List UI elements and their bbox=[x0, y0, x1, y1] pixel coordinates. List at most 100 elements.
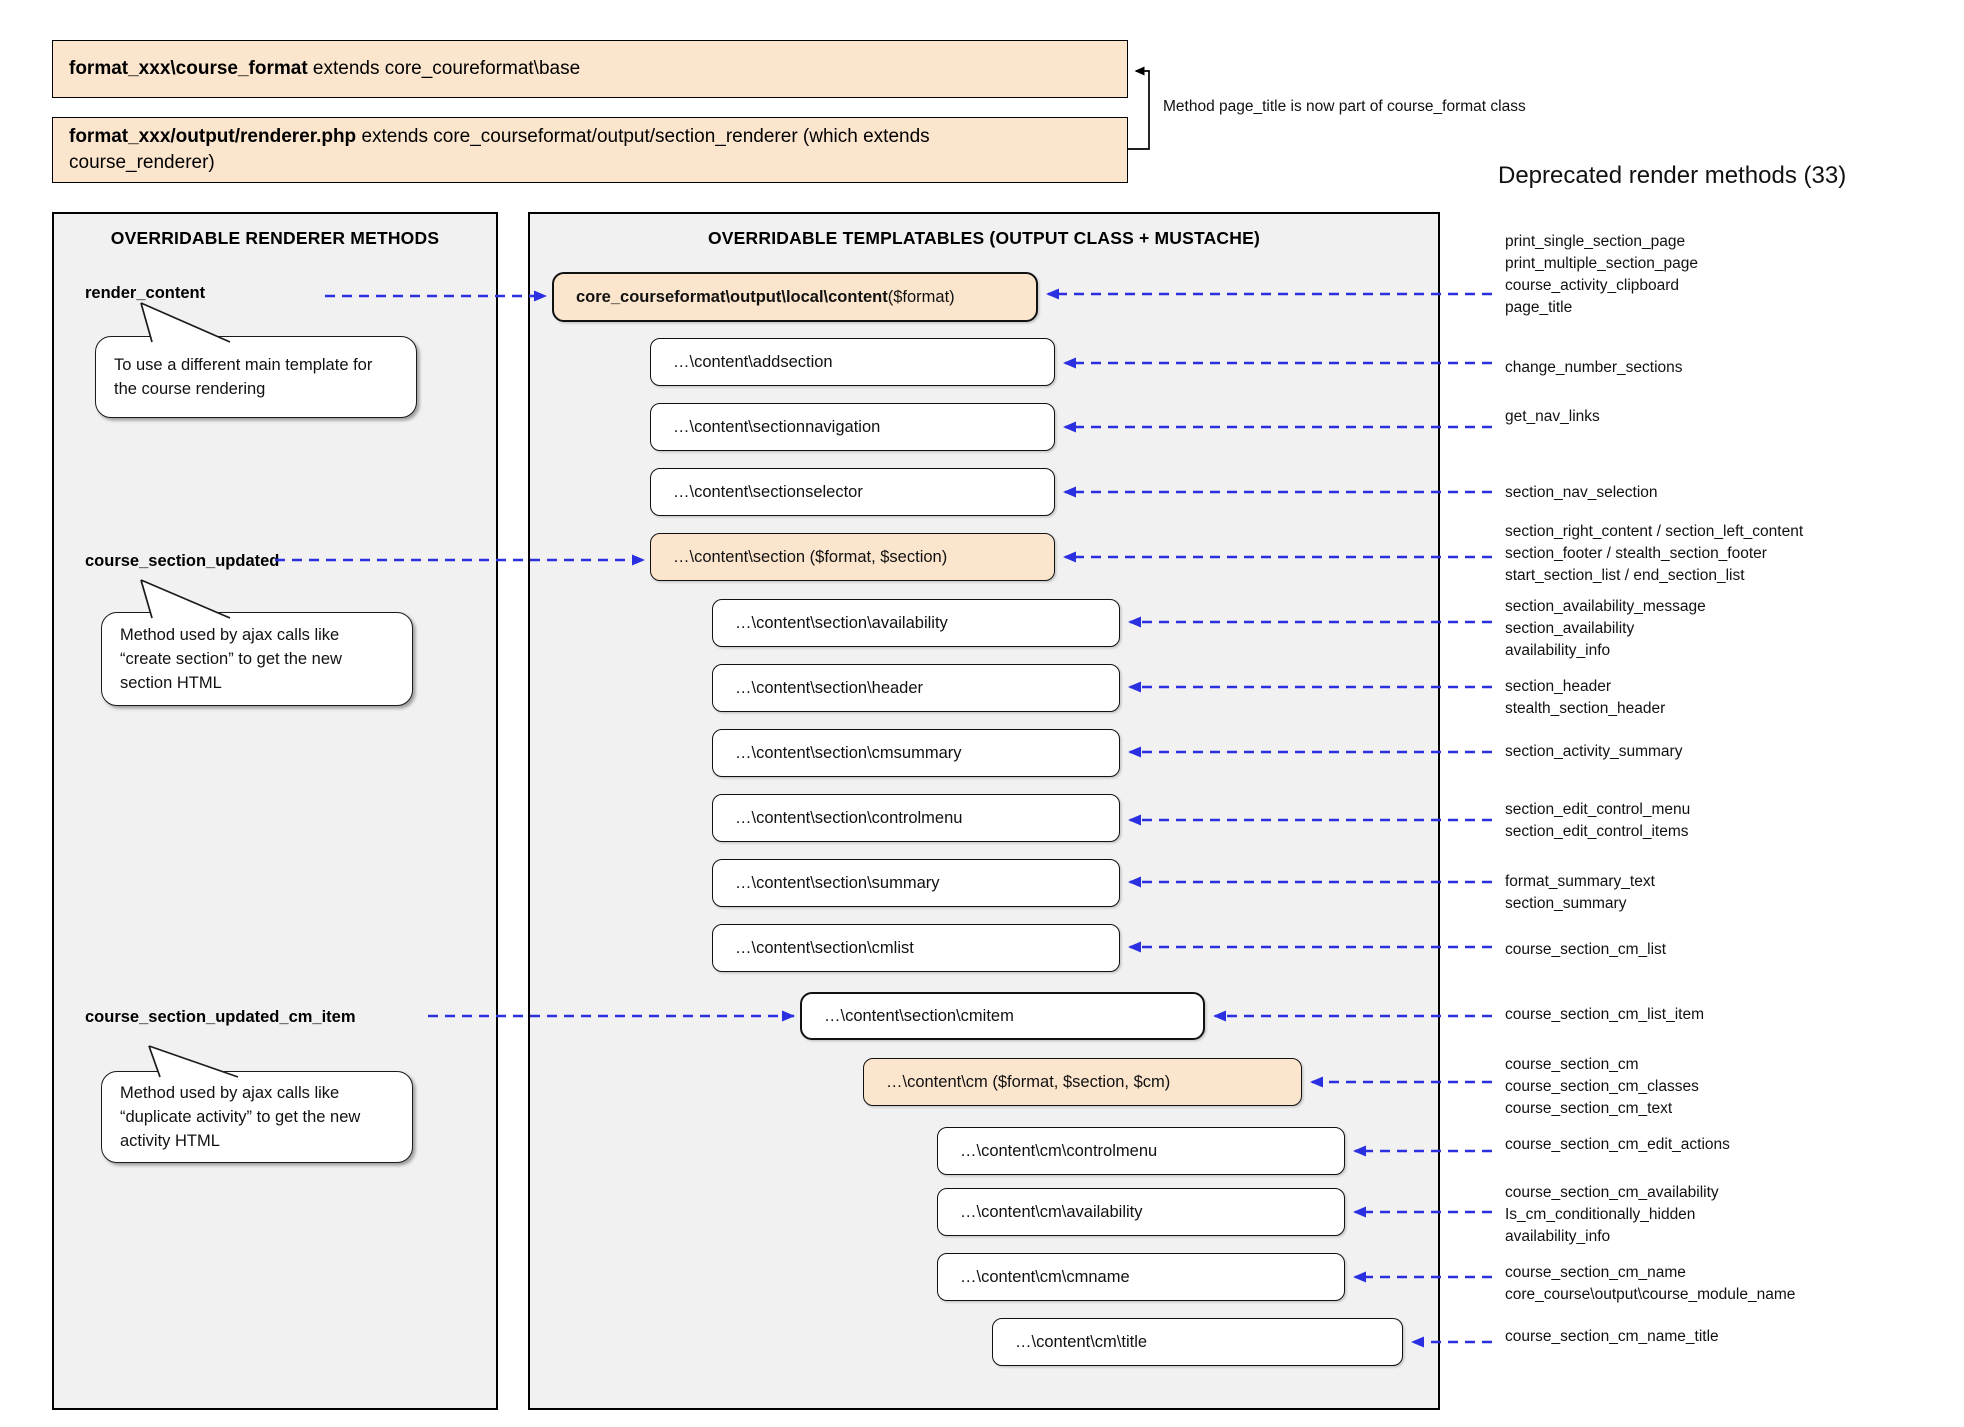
method-note-bubble: To use a different main template for the… bbox=[95, 336, 417, 418]
deprecated-method-group: section_nav_selection bbox=[1505, 482, 1658, 504]
deprecated-method-name: course_section_cm_classes bbox=[1505, 1078, 1699, 1095]
templatable-box-section-controlmenu: …\content\section\controlmenu bbox=[712, 794, 1120, 842]
templatable-box-label: …\content\sectionselector bbox=[673, 482, 863, 501]
deprecated-method-name: get_nav_links bbox=[1505, 408, 1600, 425]
templatable-box-section-availability: …\content\section\availability bbox=[712, 599, 1120, 647]
deprecated-method-name: section_right_content / section_left_con… bbox=[1505, 523, 1804, 540]
renderer-method-course_section_updated: course_section_updated bbox=[85, 552, 280, 570]
templatable-box-label: …\content\section\cmitem bbox=[824, 1006, 1014, 1025]
deprecated-method-name: course_section_cm_edit_actions bbox=[1505, 1136, 1730, 1153]
templatable-box-addsection: …\content\addsection bbox=[650, 338, 1055, 386]
templatable-box-section-cmitem: …\content\section\cmitem bbox=[800, 992, 1205, 1040]
course-format-class-extends: extends core_coureformat\base bbox=[307, 58, 581, 79]
templatable-box-args: ($format) bbox=[887, 287, 955, 306]
templatable-box-cm: …\content\cm ($format, $section, $cm) bbox=[863, 1058, 1302, 1106]
deprecated-method-name: course_section_cm_list bbox=[1505, 941, 1667, 958]
deprecated-method-name: course_section_cm_name bbox=[1505, 1264, 1686, 1281]
deprecated-method-name: section_footer / stealth_section_footer bbox=[1505, 545, 1767, 562]
deprecated-method-name: section_availability bbox=[1505, 620, 1635, 637]
deprecated-method-name: print_single_section_page bbox=[1505, 233, 1686, 250]
course-format-class-text: format_xxx\course_format extends core_co… bbox=[53, 52, 596, 86]
templatable-box-label: …\content\cm\title bbox=[1015, 1332, 1148, 1351]
templatable-box-sectionselector: …\content\sectionselector bbox=[650, 468, 1055, 516]
deprecated-method-group: section_right_content / section_left_con… bbox=[1505, 521, 1803, 587]
renderer-file-extends: extends core_courseformat/output/section… bbox=[69, 126, 930, 173]
deprecated-method-group: section_activity_summary bbox=[1505, 741, 1682, 763]
templatables-panel-title: OVERRIDABLE TEMPLATABLES (OUTPUT CLASS +… bbox=[707, 228, 1260, 248]
templatable-box-content: core_courseformat\output\local\content (… bbox=[552, 272, 1038, 322]
templatable-box-section-summary: …\content\section\summary bbox=[712, 859, 1120, 907]
templatable-box-label: …\content\cm\controlmenu bbox=[960, 1141, 1158, 1160]
deprecated-method-name: section_header bbox=[1505, 678, 1611, 695]
deprecated-method-name: course_section_cm_name_title bbox=[1505, 1328, 1719, 1345]
deprecated-method-name: section_activity_summary bbox=[1505, 743, 1683, 760]
deprecated-method-name: page_title bbox=[1505, 299, 1573, 316]
templatable-box-section: …\content\section ($format, $section) bbox=[650, 533, 1055, 581]
templatable-box-label: …\content\sectionnavigation bbox=[673, 417, 881, 436]
templatable-box-label: …\content\section ($format, $section) bbox=[673, 547, 948, 566]
deprecated-method-group: course_section_cm_list_item bbox=[1505, 1004, 1704, 1026]
renderer-panel-title: OVERRIDABLE RENDERER METHODS bbox=[110, 228, 440, 248]
templatable-box-label: …\content\section\header bbox=[735, 678, 924, 697]
templatable-box-label: …\content\cm\cmname bbox=[960, 1267, 1130, 1286]
deprecated-method-name: course_section_cm_text bbox=[1505, 1100, 1673, 1117]
method-note-text: To use a different main template for the… bbox=[114, 356, 373, 398]
deprecated-method-group: course_section_cm_edit_actions bbox=[1505, 1134, 1730, 1156]
templatable-box-cm-controlmenu: …\content\cm\controlmenu bbox=[937, 1127, 1345, 1175]
templatable-box-cm-title: …\content\cm\title bbox=[992, 1318, 1403, 1366]
templatable-box-class: core_courseformat\output\local\content bbox=[576, 287, 888, 306]
deprecated-method-group: format_summary_text section_summary bbox=[1505, 871, 1655, 915]
deprecated-method-name: format_summary_text bbox=[1505, 873, 1655, 890]
deprecated-method-name: section_edit_control_menu bbox=[1505, 801, 1691, 818]
deprecated-method-name: change_number_sections bbox=[1505, 359, 1683, 376]
deprecated-method-name: section_nav_selection bbox=[1505, 484, 1658, 501]
page-title-note: Method page_title is now part of course_… bbox=[1163, 98, 1526, 115]
inheritance-bracket bbox=[1128, 66, 1150, 150]
deprecated-method-name: course_section_cm_list_item bbox=[1505, 1006, 1705, 1023]
deprecated-method-group: section_header stealth_section_header bbox=[1505, 676, 1665, 720]
method-note-bubble: Method used by ajax calls like “create s… bbox=[101, 612, 413, 706]
renderer-file-name: format_xxx/output/renderer.php bbox=[69, 126, 357, 147]
templatable-box-cm-cmname: …\content\cm\cmname bbox=[937, 1253, 1345, 1301]
method-note-bubble: Method used by ajax calls like “duplicat… bbox=[101, 1071, 413, 1163]
deprecated-method-name: stealth_section_header bbox=[1505, 700, 1666, 717]
deprecated-method-name: start_section_list / end_section_list bbox=[1505, 567, 1745, 584]
method-note-text: Method used by ajax calls like “create s… bbox=[120, 626, 342, 692]
renderer-file-text: format_xxx/output/renderer.php extends c… bbox=[53, 120, 1127, 180]
deprecated-method-group: course_section_cm_name core_course\output… bbox=[1505, 1262, 1795, 1306]
renderer-file-box: format_xxx/output/renderer.php extends c… bbox=[52, 117, 1128, 183]
deprecated-method-group: print_single_section_page print_multiple_… bbox=[1505, 231, 1698, 319]
templatable-box-label: …\content\section\cmsummary bbox=[735, 743, 962, 762]
renderer-method-course_section_updated_cm_item: course_section_updated_cm_item bbox=[85, 1008, 356, 1026]
templatable-box-sectionnavigation: …\content\sectionnavigation bbox=[650, 403, 1055, 451]
deprecated-method-group: change_number_sections bbox=[1505, 357, 1683, 379]
templatable-box-label: …\content\addsection bbox=[673, 352, 833, 371]
deprecated-method-group: course_section_cm_list bbox=[1505, 939, 1666, 961]
templatable-box-label: …\content\section\availability bbox=[735, 613, 948, 632]
deprecated-method-name: course_section_cm_availability bbox=[1505, 1184, 1719, 1201]
deprecated-method-name: Is_cm_conditionally_hidden bbox=[1505, 1206, 1696, 1223]
deprecated-method-name: course_activity_clipboard bbox=[1505, 277, 1680, 294]
deprecated-method-name: section_edit_control_items bbox=[1505, 823, 1689, 840]
templatable-box-label: …\content\section\controlmenu bbox=[735, 808, 963, 827]
templatable-box-label: …\content\section\cmlist bbox=[735, 938, 914, 957]
templatable-box-label: …\content\cm ($format, $section, $cm) bbox=[886, 1072, 1171, 1091]
deprecated-method-name: core_course\output\course_module_name bbox=[1505, 1286, 1796, 1303]
templatable-box-section-cmlist: …\content\section\cmlist bbox=[712, 924, 1120, 972]
deprecated-method-group: course_section_cm_name_title bbox=[1505, 1326, 1719, 1348]
renderer-method-render_content: render_content bbox=[85, 284, 206, 302]
course-format-class-name: format_xxx\course_format bbox=[69, 58, 308, 79]
deprecated-method-name: availability_info bbox=[1505, 1228, 1611, 1245]
deprecated-method-name: section_summary bbox=[1505, 895, 1627, 912]
deprecated-methods-heading: Deprecated render methods (33) bbox=[1498, 162, 1847, 189]
templatable-box-cm-availability: …\content\cm\availability bbox=[937, 1188, 1345, 1236]
method-note-text: Method used by ajax calls like “duplicat… bbox=[120, 1084, 361, 1150]
deprecated-method-name: print_multiple_section_page bbox=[1505, 255, 1699, 272]
deprecated-method-group: get_nav_links bbox=[1505, 406, 1600, 428]
templatable-box-label: …\content\cm\availability bbox=[960, 1202, 1143, 1221]
deprecated-method-name: availability_info bbox=[1505, 642, 1611, 659]
